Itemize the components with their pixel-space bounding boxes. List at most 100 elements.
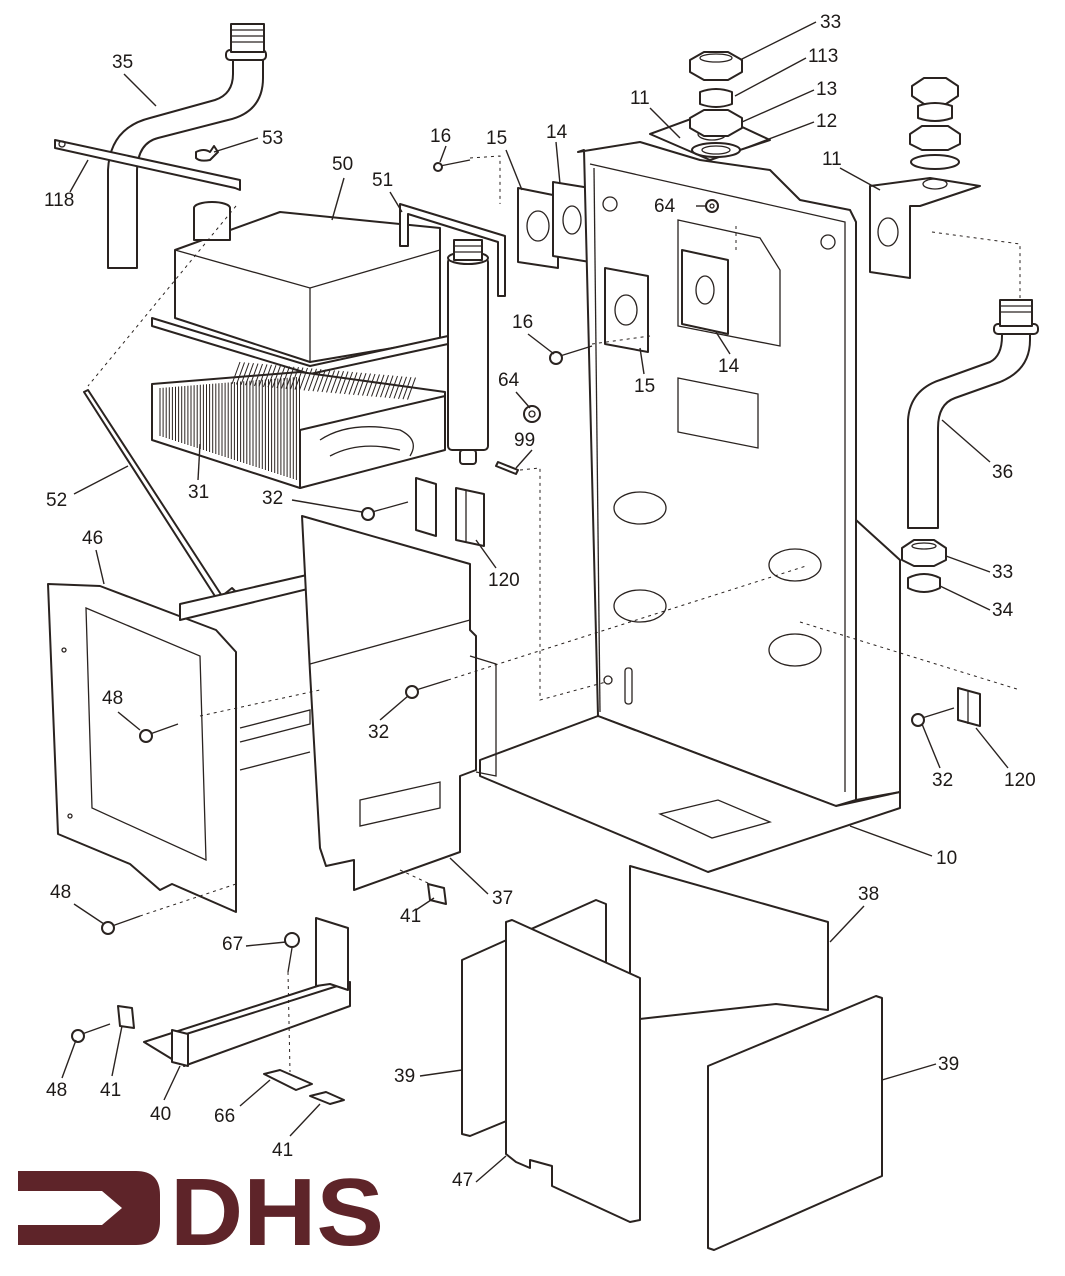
leader-line [69, 159, 89, 193]
leader-line [555, 141, 561, 185]
callout-label: 35 [112, 52, 133, 73]
callout-label: 46 [82, 528, 103, 549]
clip-66 [263, 1069, 313, 1091]
flow-pipe-35 [107, 23, 267, 269]
callout-spire-clip: 41 [272, 1103, 321, 1161]
screw-67 [284, 932, 300, 973]
callout-label: 41 [400, 906, 421, 927]
callout-washer: 12 [739, 111, 837, 151]
leader-line [245, 941, 287, 947]
callout-spire-clip: 41 [100, 1025, 123, 1101]
front-panel-46 [47, 583, 237, 913]
callout-label: 99 [514, 430, 535, 451]
leader-line [475, 1155, 507, 1183]
callout-insulation-front: 47 [452, 1155, 507, 1191]
leader-line [439, 145, 447, 163]
clip-99 [495, 461, 519, 475]
callout-label: 11 [630, 88, 650, 109]
callout-label: 50 [332, 154, 353, 175]
callout-label: 64 [654, 196, 676, 217]
pipe-bracket-11-right [869, 177, 981, 279]
leader-line [419, 1069, 463, 1077]
callout-screw: 48 [50, 882, 105, 925]
gasket-51 [399, 203, 506, 297]
callout-screw: 16 [512, 312, 555, 355]
callout-label: 31 [188, 482, 209, 503]
screw-16-upper [433, 159, 471, 172]
heat-exchanger-31 [151, 361, 446, 489]
grommet-64-upper [705, 199, 719, 213]
callout-label: 10 [936, 848, 957, 869]
mounting-plate-15-upper [517, 187, 559, 269]
leader-line [111, 1025, 123, 1077]
callout-label: 34 [992, 600, 1014, 621]
callout-olive: 113 [734, 46, 838, 97]
callout-label: 41 [100, 1080, 121, 1101]
leader-line [239, 1079, 271, 1107]
callout-flow-pipe: 35 [112, 52, 157, 107]
leader-line [61, 1039, 77, 1079]
leader-line [213, 137, 259, 153]
leader-line [715, 331, 731, 355]
callout-label: 14 [546, 122, 568, 143]
screw-48-lower [71, 1023, 111, 1043]
callout-clip: 66 [214, 1079, 271, 1127]
leader-line [739, 21, 817, 61]
callout-retaining-bar: 118 [44, 159, 89, 211]
callout-insulation-side: 39 [881, 1054, 959, 1081]
callout-label: 16 [430, 126, 451, 147]
combustion-chamber-37 [179, 515, 497, 891]
retaining-bar-118 [54, 139, 241, 191]
leader-line [639, 347, 645, 375]
callout-wing-nut: 53 [213, 128, 283, 153]
callout-clip: 99 [514, 430, 535, 469]
leader-line [921, 723, 941, 769]
callout-label: 113 [808, 46, 838, 67]
screw-48-upper [139, 723, 179, 743]
callout-label: 66 [214, 1106, 235, 1127]
leader-line [389, 191, 403, 213]
callout-label: 13 [816, 79, 837, 100]
callout-screw: 16 [430, 126, 451, 163]
callout-screw: 32 [368, 695, 409, 743]
leader-line [527, 333, 555, 355]
spire-clip-41-b [117, 1005, 135, 1029]
leader-line [975, 727, 1009, 769]
leader-line [415, 897, 435, 911]
leader-line [123, 73, 157, 107]
callout-label: 12 [816, 111, 837, 132]
callout-grommet: 64 [498, 370, 531, 409]
screw-32-lower [911, 707, 955, 727]
callout-tie-rod: 52 [46, 465, 129, 511]
callout-combustion-chamber: 37 [449, 857, 513, 909]
callout-insulation-back: 38 [829, 884, 879, 943]
insulation-back-38 [629, 865, 829, 1021]
wing-nut-53 [195, 145, 219, 162]
callout-grommet: 64 [654, 196, 706, 217]
leader-line [734, 57, 807, 97]
callout-label: 33 [992, 562, 1013, 583]
callout-label: 14 [718, 356, 740, 377]
dhs-logo: DHS [18, 1159, 388, 1266]
leader-line [505, 149, 523, 191]
callout-screw: 67 [222, 934, 287, 955]
leader-line [291, 499, 363, 513]
callout-label: 48 [50, 882, 71, 903]
callout-screw: 48 [46, 1039, 77, 1101]
mounting-plate-15-lower [604, 267, 649, 353]
leader-line [449, 857, 489, 895]
callout-return-pipe: 36 [941, 419, 1013, 483]
leader-line [881, 1063, 937, 1081]
callout-olive: 34 [939, 585, 1014, 621]
leader-line [331, 177, 345, 221]
callout-label: 39 [938, 1054, 959, 1075]
callout-burner-bracket: 40 [150, 1065, 181, 1125]
leader-line [939, 585, 991, 611]
callout-label: 52 [46, 490, 67, 511]
bracket-clip-120-lower [957, 687, 981, 727]
screw-16-lower [549, 345, 593, 365]
callout-screw: 48 [102, 688, 141, 731]
callout-label: 48 [102, 688, 123, 709]
callout-mounting-plate: 15 [486, 128, 523, 191]
